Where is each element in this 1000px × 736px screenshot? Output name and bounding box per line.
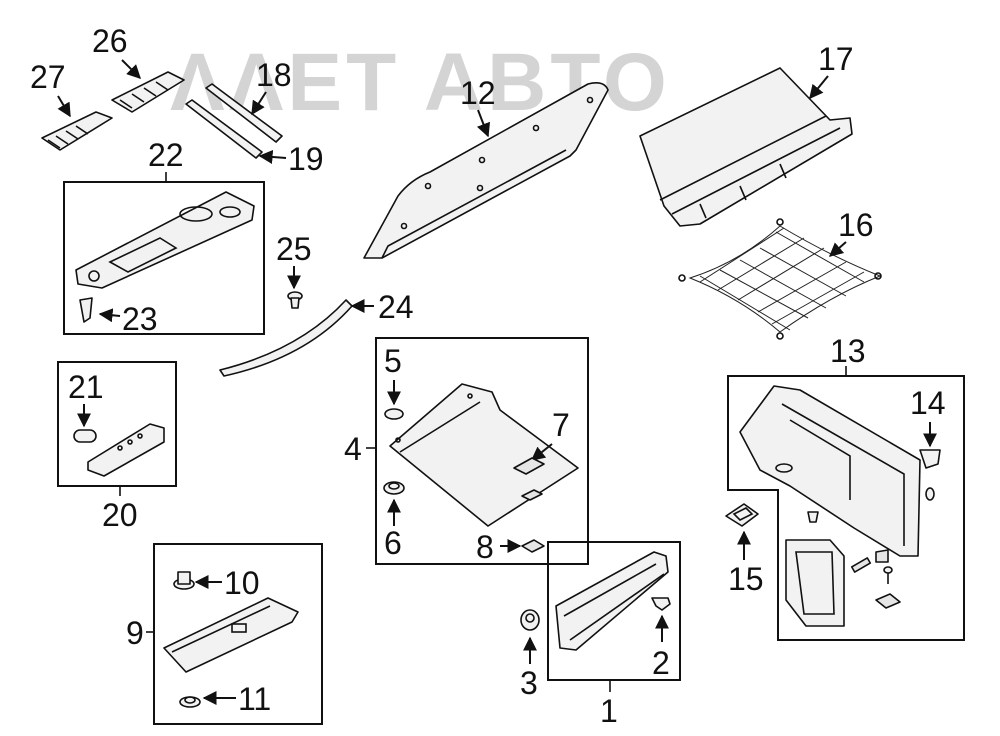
part-15-bracket xyxy=(725,503,759,527)
callout-21: 21 xyxy=(68,369,104,405)
callout-27: 27 xyxy=(30,59,66,95)
callout-20: 20 xyxy=(102,497,138,533)
part-4-floor-panel xyxy=(389,383,579,527)
part-12-panel xyxy=(363,82,609,259)
callout-6: 6 xyxy=(384,525,402,561)
callout-23: 23 xyxy=(122,301,158,337)
callout-11: 11 xyxy=(238,681,271,717)
callout-13: 13 xyxy=(830,333,866,369)
callout-15: 15 xyxy=(728,561,764,597)
callout-5: 5 xyxy=(384,343,402,379)
callout-4: 4 xyxy=(344,431,362,467)
part-2-clip xyxy=(651,597,671,611)
part-13-storage-bin xyxy=(785,539,845,627)
part-8-pad xyxy=(521,489,545,553)
part-1-sill-trim xyxy=(555,551,669,651)
part-25-clip xyxy=(287,291,303,309)
part-6-grommet xyxy=(383,481,405,495)
callout-3: 3 xyxy=(520,665,538,701)
part-26-panel xyxy=(111,71,185,113)
callout-22: 22 xyxy=(148,137,184,173)
callout-8: 8 xyxy=(476,529,494,565)
box-22 xyxy=(63,181,265,335)
part-13-quarter-trim-panel xyxy=(739,385,921,557)
part-16-cargo-net xyxy=(678,218,882,340)
callout-24: 24 xyxy=(378,289,414,325)
box-4 xyxy=(375,337,589,565)
part-22-shelf-panel xyxy=(75,191,255,289)
part-11-clip xyxy=(179,696,201,708)
part-17-cargo-cover xyxy=(639,67,853,227)
callout-18: 18 xyxy=(256,57,292,93)
part-13-bolt xyxy=(850,557,893,584)
box-9 xyxy=(153,543,323,725)
callout-26: 26 xyxy=(92,23,128,59)
part-20-bracket xyxy=(87,423,165,477)
part-18-strip xyxy=(205,83,283,143)
part-7-handle xyxy=(513,457,545,475)
callout-9: 9 xyxy=(126,615,144,651)
part-5-grommet xyxy=(384,408,404,420)
callout-25: 25 xyxy=(276,231,312,267)
box-20 xyxy=(57,361,177,487)
callout-2: 2 xyxy=(652,645,670,681)
box-13 xyxy=(727,375,965,641)
part-9-tray xyxy=(163,597,299,673)
part-3-nut xyxy=(520,609,540,631)
callout-1: 1 xyxy=(600,693,618,729)
callout-7: 7 xyxy=(552,407,570,443)
callout-14: 14 xyxy=(910,385,946,421)
callout-19: 19 xyxy=(288,141,324,177)
part-21-cap xyxy=(73,429,97,443)
callout-12: 12 xyxy=(460,75,496,111)
part-24-strip xyxy=(219,299,353,377)
callout-17: 17 xyxy=(818,41,854,77)
part-14-clip xyxy=(919,449,941,469)
box-1 xyxy=(547,541,681,681)
callout-16: 16 xyxy=(838,207,874,243)
part-27-panel xyxy=(41,111,113,151)
callout-10: 10 xyxy=(224,565,260,601)
part-23-clip xyxy=(79,297,93,323)
part-13-clip xyxy=(807,487,935,609)
part-10-clip xyxy=(173,571,195,590)
